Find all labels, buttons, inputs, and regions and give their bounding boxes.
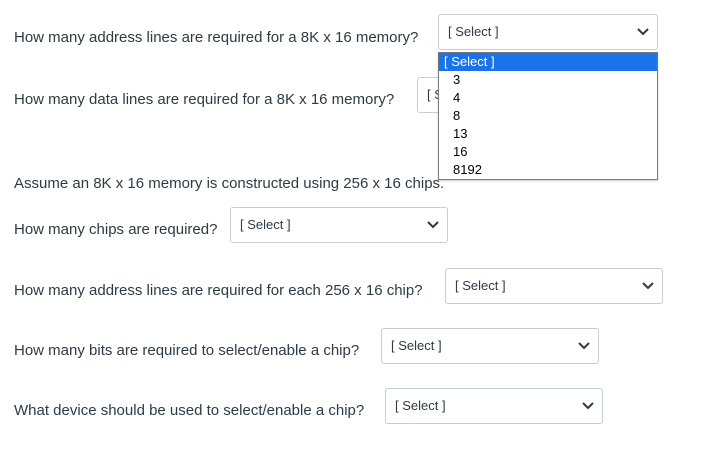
question-6-select[interactable]: [ Select ] (385, 388, 603, 424)
question-6-select-value: [ Select ] (395, 398, 446, 413)
question-1-options-list[interactable]: [ Select ] 3 4 8 13 16 8192 (438, 52, 658, 180)
question-5-select-value: [ Select ] (391, 338, 442, 353)
question-3-select-value: [ Select ] (240, 217, 291, 232)
chevron-down-icon (642, 282, 654, 290)
context-text: Assume an 8K x 16 memory is constructed … (14, 175, 445, 192)
question-4-select[interactable]: [ Select ] (445, 268, 663, 304)
question-2-text: How many data lines are required for a 8… (14, 91, 395, 108)
option-4[interactable]: 4 (453, 90, 461, 105)
chevron-down-icon (582, 402, 594, 410)
option-3[interactable]: 3 (453, 72, 461, 87)
option-16[interactable]: 16 (453, 144, 468, 159)
chevron-down-icon (578, 342, 590, 350)
chevron-down-icon (637, 28, 649, 36)
question-1-text: How many address lines are required for … (14, 29, 419, 46)
option-8[interactable]: 8 (453, 108, 461, 123)
question-1-select[interactable]: [ Select ] (438, 14, 658, 50)
question-3-text: How many chips are required? (14, 221, 218, 238)
question-6-text: What device should be used to select/ena… (14, 402, 365, 419)
chevron-down-icon (427, 221, 439, 229)
option-select[interactable]: [ Select ] (439, 53, 657, 71)
option-8192[interactable]: 8192 (453, 162, 482, 177)
option-13[interactable]: 13 (453, 126, 468, 141)
question-4-select-value: [ Select ] (455, 278, 506, 293)
question-5-select[interactable]: [ Select ] (381, 328, 599, 364)
question-5-text: How many bits are required to select/ena… (14, 342, 360, 359)
question-3-select[interactable]: [ Select ] (230, 207, 448, 243)
question-4-text: How many address lines are required for … (14, 282, 423, 299)
question-1-select-value: [ Select ] (448, 24, 499, 39)
